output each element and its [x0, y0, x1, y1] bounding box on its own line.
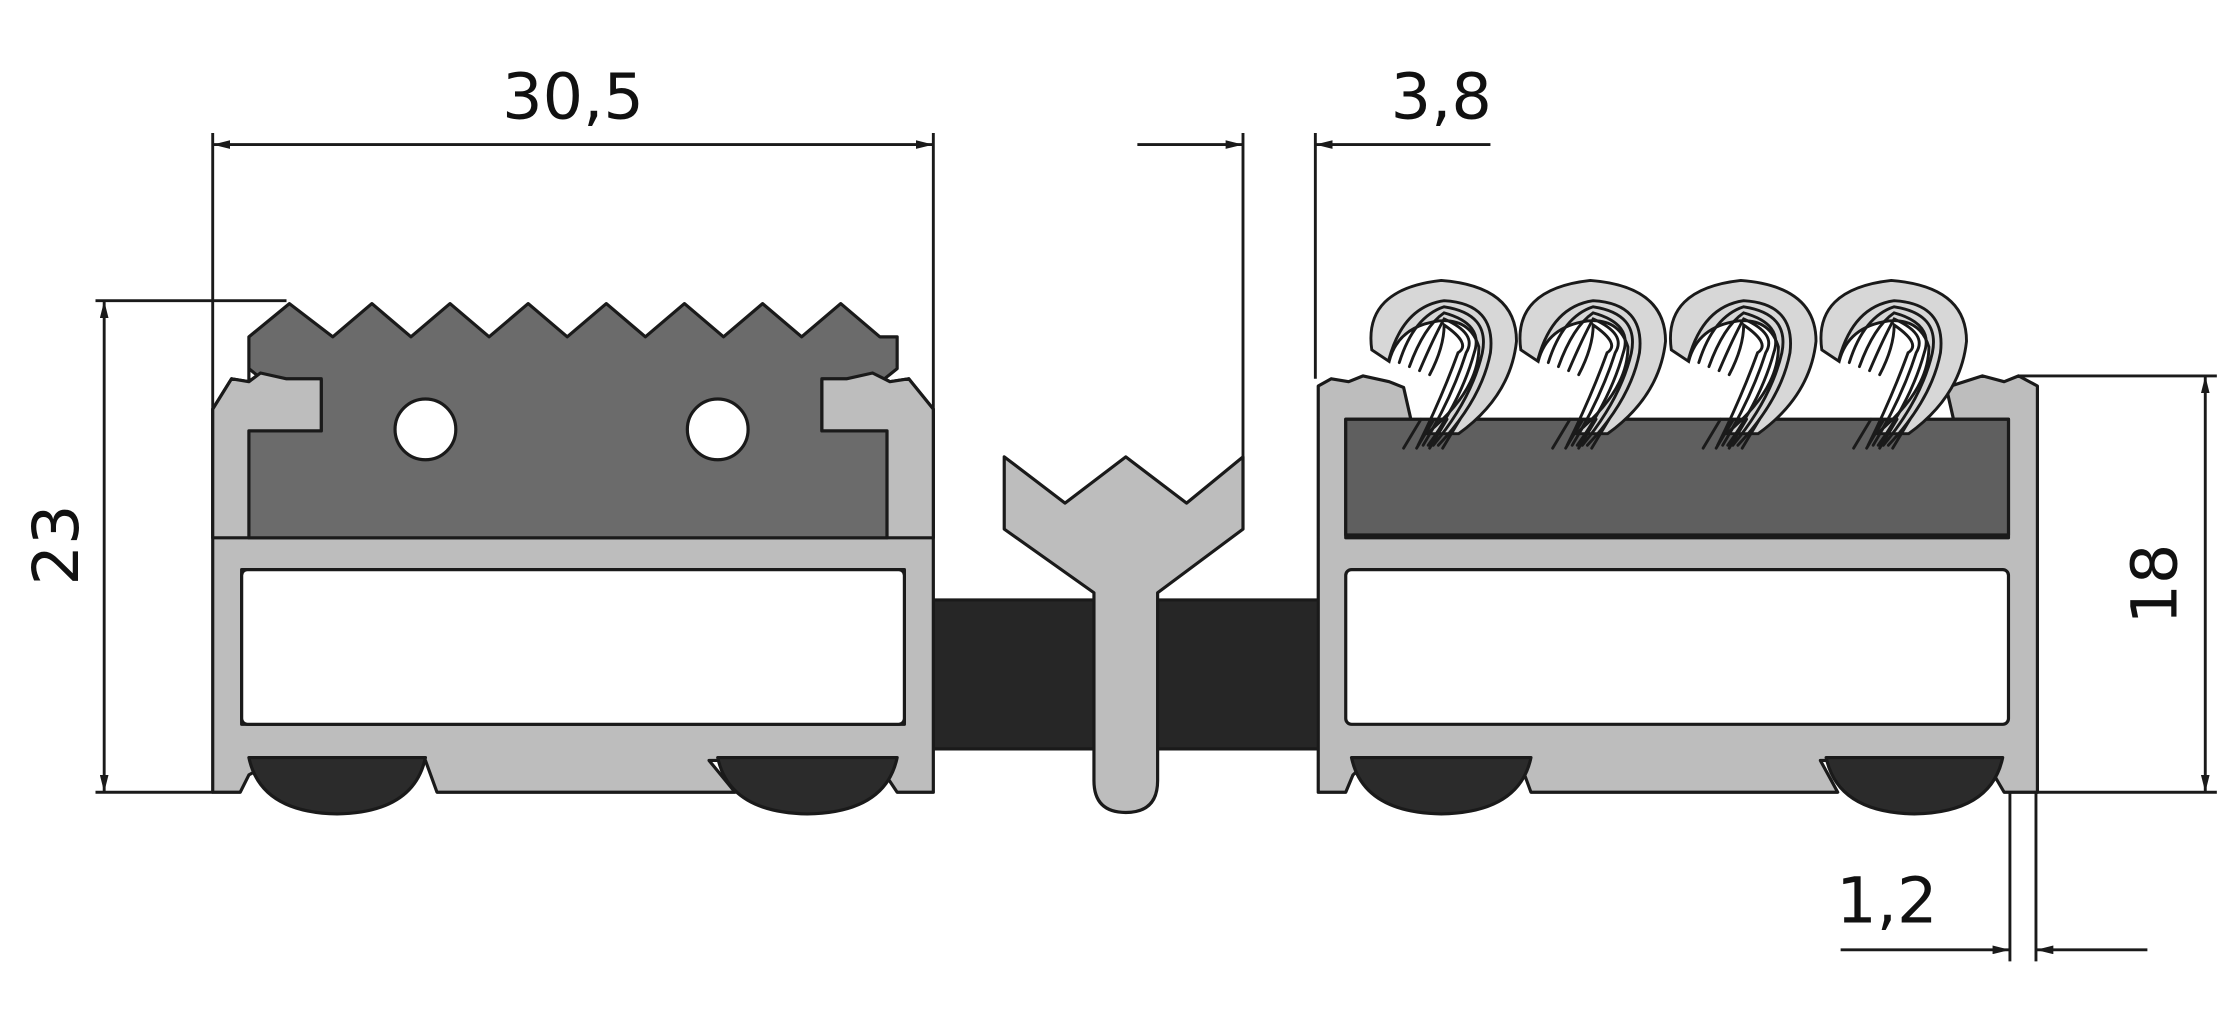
dim-label-total-height: 23: [20, 505, 94, 586]
fiber-strand: [1387, 299, 1493, 447]
fiber-strand: [1397, 305, 1485, 447]
insert-hole: [685, 397, 750, 462]
fiber-strand: [1847, 305, 1935, 447]
fiber-strand: [1727, 417, 1749, 450]
dim-label-top-width: 30,5: [502, 61, 644, 135]
fiber-strand: [1852, 417, 1873, 450]
fiber-strand: [1740, 417, 1762, 450]
textile-fibers: [1369, 279, 1968, 450]
fiber-strand: [1402, 417, 1423, 450]
right-clip-rib: [820, 371, 935, 540]
fiber-strand: [1716, 322, 1764, 447]
fiber-strand: [1717, 317, 1771, 447]
fiber-strand: [1837, 299, 1943, 447]
fiber-loop: [1369, 279, 1518, 436]
fiber-loop: [1669, 279, 1818, 436]
fiber-strand: [1565, 322, 1614, 447]
fiber-strand: [1564, 417, 1585, 450]
dim-label-profile-height: 18: [2118, 544, 2192, 625]
fiber-loop: [1819, 279, 1968, 436]
fiber-strand: [1536, 299, 1642, 447]
fiber-strand: [1891, 417, 1912, 450]
left-profile-window: [240, 568, 906, 726]
fiber-strand: [1416, 322, 1465, 447]
fiber-strand: [1441, 417, 1462, 450]
fiber-strand: [1590, 417, 1611, 450]
fiber-strand: [1567, 317, 1620, 447]
fiber-strand: [1865, 417, 1886, 450]
fiber-strand: [1697, 305, 1785, 447]
rubber-foot: [1824, 755, 2005, 816]
fiber-strand: [1428, 417, 1449, 450]
fiber-strand: [1878, 417, 1899, 450]
dim-label-lip-width: 1,2: [1836, 864, 1937, 938]
fiber-strand: [1707, 311, 1778, 447]
rubber-insert: [247, 302, 899, 540]
fiber-strand: [1557, 311, 1627, 447]
fiber-strand: [1714, 417, 1735, 450]
insert-hole: [393, 397, 458, 462]
fiber-strand: [1418, 317, 1471, 447]
fiber-loop: [1518, 279, 1667, 436]
fiber-strand: [1866, 322, 1915, 447]
fiber-strand: [1701, 417, 1722, 450]
dim-label-gap-width: 3,8: [1391, 61, 1492, 135]
rubber-foot: [716, 755, 899, 816]
rubber-foot: [247, 755, 428, 816]
right-profile-window: [1344, 568, 2011, 726]
fiber-strand: [1551, 417, 1572, 450]
y-connector: [1002, 455, 1245, 815]
fiber-strand: [1687, 299, 1792, 447]
rubber-foot: [1349, 755, 1533, 816]
fiber-strand: [1546, 305, 1634, 447]
fiber-strand: [1868, 317, 1921, 447]
left-clip-rib: [211, 371, 323, 540]
fiber-strand: [1407, 311, 1478, 447]
fiber-strand: [1857, 311, 1928, 447]
fiber-strand: [1577, 417, 1598, 450]
fiber-strand: [1415, 417, 1436, 450]
